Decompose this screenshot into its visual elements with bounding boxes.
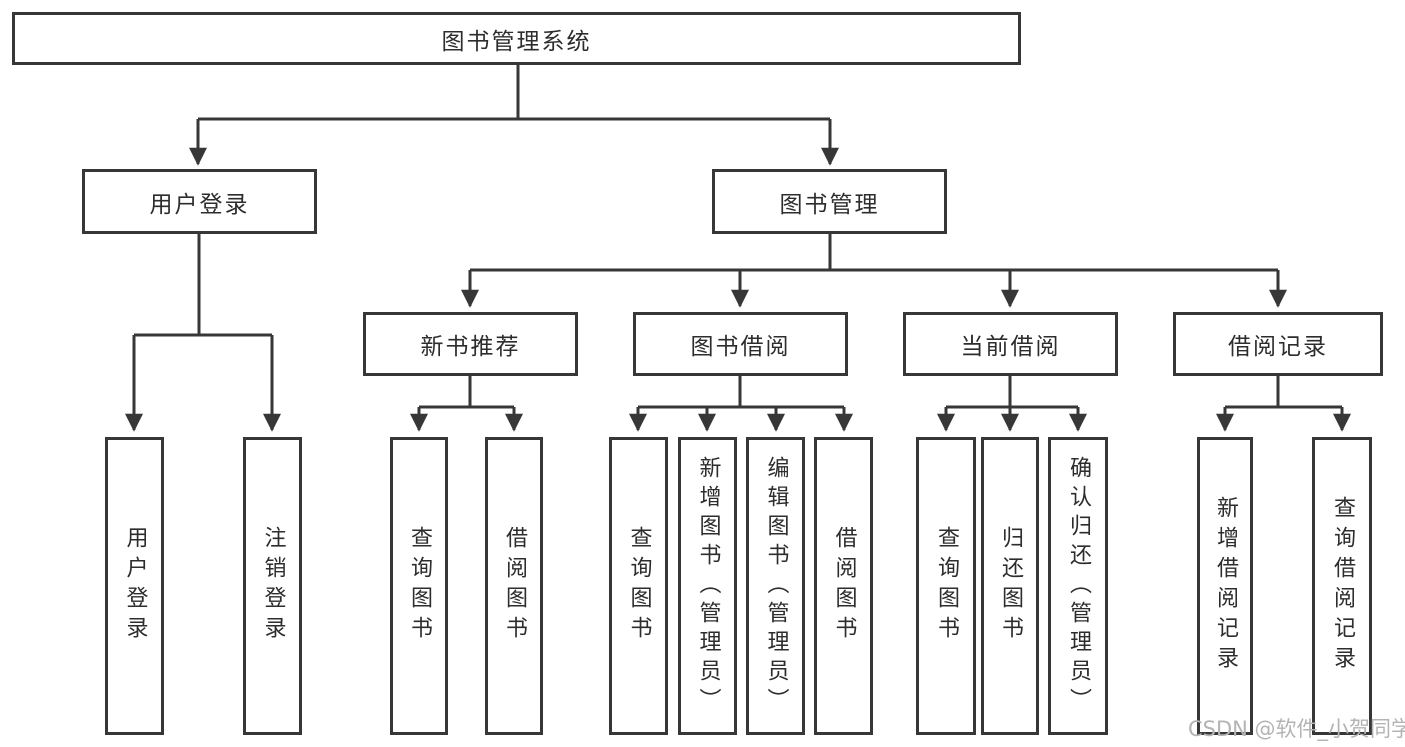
leaf-edit-book-admin: 编辑图书（管理员） [746, 437, 805, 735]
leaf-query-books-borrowing: 查询图书 [609, 437, 668, 735]
leaf-user-login: 用户登录 [105, 437, 164, 735]
leaf-return-book: 归还图书 [981, 437, 1039, 735]
node-new-book-recommend: 新书推荐 [363, 312, 578, 376]
leaf-query-books-current: 查询图书 [916, 437, 976, 735]
node-book-borrowing: 图书借阅 [633, 312, 848, 376]
leaf-logout: 注销登录 [243, 437, 302, 735]
leaf-borrow-books-recommend: 借阅图书 [485, 437, 543, 735]
leaf-confirm-return-admin: 确认归还（管理员） [1048, 437, 1108, 735]
leaf-query-books-recommend: 查询图书 [390, 437, 448, 735]
leaf-borrow-books-borrowing: 借阅图书 [814, 437, 873, 735]
node-user-login: 用户登录 [82, 169, 317, 234]
node-borrowing-records: 借阅记录 [1173, 312, 1383, 376]
node-book-management: 图书管理 [712, 169, 947, 234]
node-current-borrowing: 当前借阅 [903, 312, 1118, 376]
leaf-add-book-admin: 新增图书（管理员） [678, 437, 737, 735]
node-root: 图书管理系统 [12, 12, 1021, 65]
leaf-query-borrow-record: 查询借阅记录 [1312, 437, 1372, 735]
csdn-watermark: CSDN @软件_小贺同学 [1188, 717, 1405, 741]
leaf-add-borrow-record: 新增借阅记录 [1197, 437, 1253, 735]
